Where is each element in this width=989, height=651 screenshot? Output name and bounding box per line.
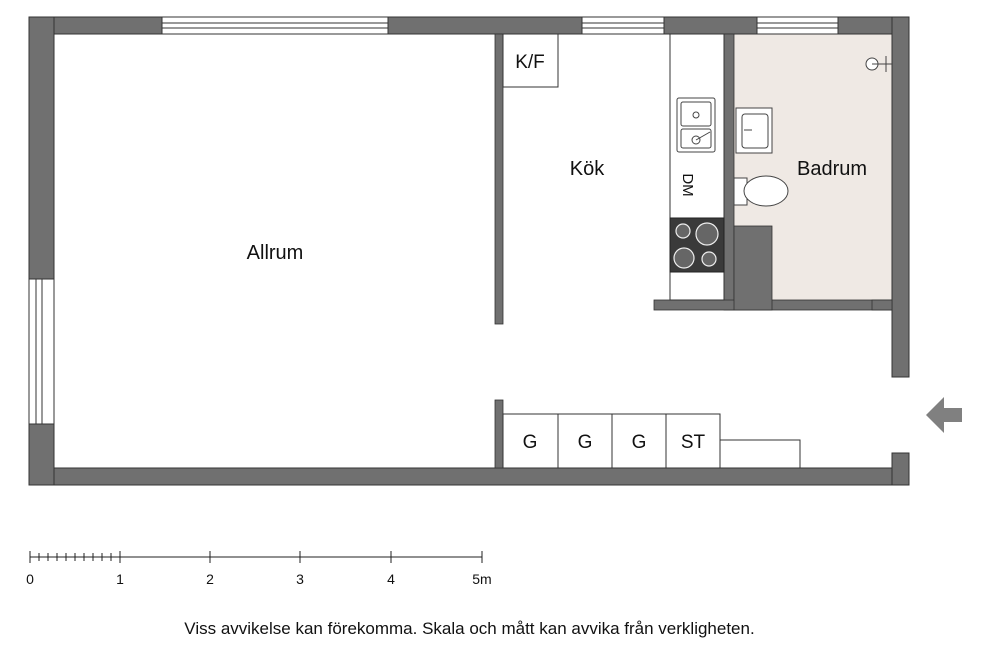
fridge-freezer-label: K/F bbox=[515, 52, 545, 73]
scale-tick-label: 4 bbox=[387, 571, 395, 587]
windows bbox=[28, 16, 839, 425]
stove-icon bbox=[669, 217, 725, 273]
scale-tick-label: 0 bbox=[26, 571, 34, 587]
room-label-kok: Kök bbox=[570, 158, 605, 180]
entrance-arrow-icon bbox=[926, 397, 962, 433]
kitchen-sink-icon bbox=[676, 97, 716, 153]
toilet-icon bbox=[733, 175, 789, 207]
outer-walls bbox=[28, 16, 910, 486]
scale-tick-label: 5m bbox=[472, 571, 491, 587]
scale-tick-label: 1 bbox=[116, 571, 124, 587]
wash-basin-icon bbox=[735, 107, 773, 154]
scale-tick-label: 3 bbox=[296, 571, 304, 587]
disclaimer: Viss avvikelse kan förekomma. Skala och … bbox=[184, 619, 755, 638]
interior-walls bbox=[494, 33, 893, 469]
room-label-allrum: Allrum bbox=[247, 242, 304, 264]
storage-label: ST bbox=[681, 432, 706, 453]
fridge-freezer bbox=[502, 33, 559, 88]
wardrobe-label: G bbox=[632, 432, 647, 453]
scale-bar bbox=[29, 551, 483, 563]
wardrobe-label: G bbox=[523, 432, 538, 453]
shower-icon bbox=[865, 56, 892, 72]
room-label-badrum: Badrum bbox=[797, 158, 867, 180]
scale-tick-label: 2 bbox=[206, 571, 214, 587]
wardrobe-label: G bbox=[578, 432, 593, 453]
wardrobes bbox=[502, 413, 801, 469]
dishwasher-label: DM bbox=[679, 173, 696, 196]
